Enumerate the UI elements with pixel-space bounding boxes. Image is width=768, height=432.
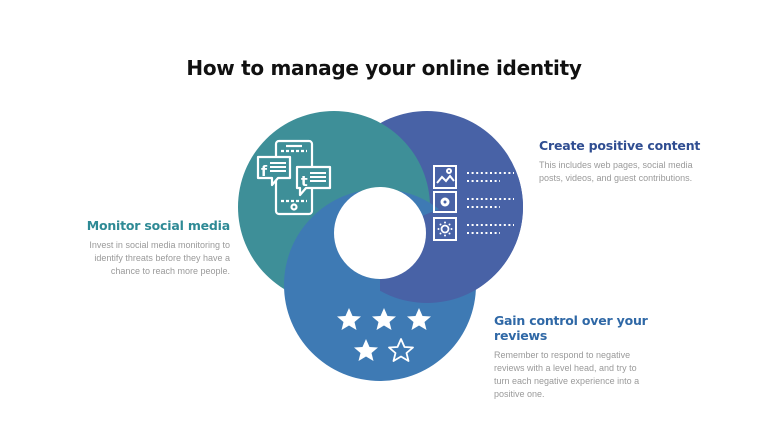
section-heading: Monitor social media — [86, 218, 230, 233]
star-filled-icon — [407, 308, 431, 330]
section-heading: Gain control over your reviews — [494, 313, 648, 343]
section-gain-control-reviews: Gain control over your reviews Remember … — [494, 313, 694, 401]
section-body: This includes web pages, social media po… — [539, 160, 693, 183]
star-filled-icon — [337, 308, 361, 330]
section-heading: Create positive content — [539, 138, 701, 153]
section-create-positive-content: Create positive content This includes we… — [539, 138, 719, 185]
sun-icon — [433, 217, 457, 241]
section-body: Remember to respond to negative reviews … — [494, 350, 640, 399]
flower-icon — [433, 191, 457, 213]
star-empty-icon — [388, 338, 414, 362]
image-icon — [433, 165, 457, 189]
svg-text:f: f — [261, 164, 268, 180]
center-hole — [334, 187, 426, 279]
star-filled-icon — [372, 308, 396, 330]
dotted-text-lines — [467, 172, 514, 234]
star-filled-icon — [354, 339, 378, 361]
star-rating-icon — [337, 308, 431, 362]
page-title: How to manage your online identity — [186, 56, 582, 80]
svg-text:t: t — [301, 174, 308, 190]
content-list-icon — [433, 165, 514, 241]
section-monitor-social-media: Monitor social media Invest in social me… — [80, 218, 230, 278]
section-body: Invest in social media monitoring to ide… — [89, 240, 230, 276]
